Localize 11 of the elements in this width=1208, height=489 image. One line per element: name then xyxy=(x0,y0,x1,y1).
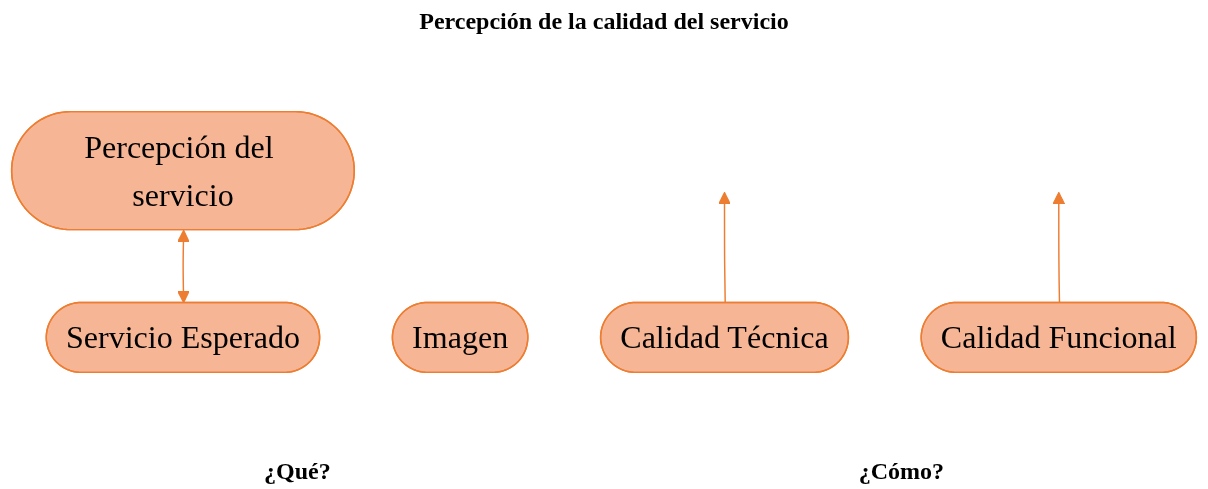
diagram-title: Percepción de la calidad del servicio xyxy=(418,8,790,35)
ellipse-node: Calidad Técnica xyxy=(599,301,850,374)
arrow xyxy=(177,229,190,304)
ellipse-node: Percepción del servicio xyxy=(10,110,355,231)
ellipse-node: Calidad Funcional xyxy=(920,301,1198,374)
arrow xyxy=(1052,191,1066,304)
question-label: ¿Cómo? xyxy=(858,458,944,485)
question-label: ¿Qué? xyxy=(264,458,331,485)
ellipse-node: Servicio Esperado xyxy=(45,301,321,374)
arrow xyxy=(718,191,731,304)
ellipse-node: Imagen xyxy=(391,301,529,374)
